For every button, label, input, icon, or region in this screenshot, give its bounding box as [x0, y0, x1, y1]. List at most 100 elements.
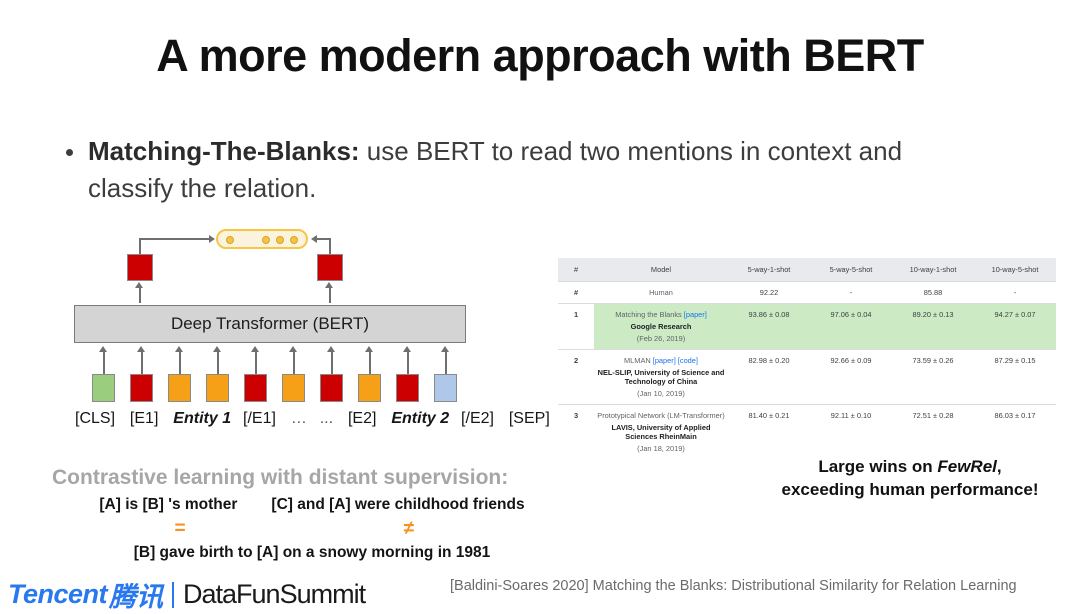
- model-link[interactable]: [paper]: [652, 356, 678, 365]
- cell-model: Prototypical Network (LM-Transformer) LA…: [594, 404, 728, 459]
- cell-model: MLMAN [paper] [code] NEL-SLIP, Universit…: [594, 349, 728, 405]
- relation-not-equal-symbol: ≠: [403, 518, 415, 539]
- arrow-head-icon: [325, 282, 333, 288]
- model-name: MLMAN: [624, 356, 653, 365]
- cell-score: -: [974, 281, 1056, 304]
- arrow-head-icon: [137, 346, 145, 352]
- token-box: [168, 374, 191, 402]
- column-header-10way5shot: 10-way-5-shot: [974, 258, 1056, 282]
- capsule-dot-icon: [276, 236, 284, 244]
- connector-line: [255, 352, 257, 374]
- model-date: (Jan 10, 2019): [637, 389, 685, 398]
- cell-score: 87.29 ± 0.15: [974, 349, 1056, 405]
- connector-line: [293, 352, 295, 374]
- arrow-head-icon: [213, 346, 221, 352]
- cell-score: 72.51 ± 0.28: [892, 404, 974, 459]
- arrow-head-icon: [175, 346, 183, 352]
- connector-line: [445, 352, 447, 374]
- footer-logo: Tencent 腾讯 DataFunSummit: [8, 575, 366, 614]
- cell-score: 85.88: [892, 281, 974, 304]
- cell-score: 97.06 ± 0.04: [810, 303, 892, 350]
- cell-score: 92.66 ± 0.09: [810, 349, 892, 405]
- connector-line: [329, 288, 331, 303]
- model-organization: Google Research: [630, 322, 692, 331]
- connector-line: [329, 238, 331, 256]
- token-label-e1-close: [/E1]: [243, 410, 276, 427]
- cell-score: 93.86 ± 0.08: [728, 303, 810, 350]
- logo-divider: [172, 581, 175, 608]
- connector-line: [217, 352, 219, 374]
- arrow-head-icon: [311, 235, 317, 243]
- token-label-e2-open: [E2]: [347, 410, 377, 427]
- connector-line: [103, 352, 105, 374]
- connector-line: [317, 238, 330, 240]
- cell-score: 92.11 ± 0.10: [810, 404, 892, 459]
- contrastive-relation-row: = ≠: [52, 518, 572, 540]
- arrow-head-icon: [365, 346, 373, 352]
- arrow-head-icon: [327, 346, 335, 352]
- token-label-ellipsis-2: ...: [319, 410, 334, 427]
- arrow-head-icon: [251, 346, 259, 352]
- capsule-dot-icon: [226, 236, 234, 244]
- cell-rank: 2: [558, 349, 594, 405]
- token-labels: [CLS] [E1] Entity 1 [/E1] … ... [E2] Ent…: [75, 410, 550, 428]
- relation-representation-capsule: [216, 229, 308, 249]
- contrastive-example-left: [A] is [B] 's mother: [99, 496, 238, 513]
- token-label-entity1: Entity 1: [173, 410, 232, 427]
- cell-model: Human: [594, 281, 728, 304]
- callout-line1-post: ,: [996, 457, 1002, 476]
- connector-line: [179, 352, 181, 374]
- model-link[interactable]: [paper]: [683, 310, 707, 319]
- callout-dataset-name: FewRel: [937, 457, 997, 476]
- model-date: (Jan 18, 2019): [637, 444, 685, 453]
- arrow-head-icon: [441, 346, 449, 352]
- contrastive-example-right: [C] and [A] were childhood friends: [271, 496, 525, 513]
- column-header-10way1shot: 10-way-1-shot: [892, 258, 974, 282]
- capsule-dot-icon: [262, 236, 270, 244]
- contrastive-examples: [A] is [B] 's mother [C] and [A] were ch…: [52, 496, 572, 562]
- bullet-rest: use BERT to read two mentions in context…: [88, 136, 903, 203]
- connector-line: [139, 238, 141, 256]
- arrow-head-icon: [99, 346, 107, 352]
- cell-score: -: [810, 281, 892, 304]
- tencent-wordmark: Tencent: [8, 579, 108, 609]
- cell-model: Matching the Blanks [paper] Google Resea…: [594, 303, 728, 350]
- model-name: Human: [649, 288, 673, 297]
- cell-score: 86.03 ± 0.17: [974, 404, 1056, 459]
- model-name: Prototypical Network (LM-Transformer): [597, 411, 725, 420]
- token-box: [244, 374, 267, 402]
- connector-line: [139, 238, 209, 240]
- connector-line: [141, 352, 143, 374]
- bullet-dot-icon: [66, 149, 73, 156]
- connector-line: [369, 352, 371, 374]
- arrow-head-icon: [135, 282, 143, 288]
- contrastive-example-bottom: [B] gave birth to [A] on a snowy morning…: [133, 544, 491, 561]
- bullet-lead: Matching-The-Blanks:: [88, 136, 360, 166]
- callout-line1-pre: Large wins on: [818, 457, 938, 476]
- model-organization: LAVIS, University of Applied Sciences Rh…: [611, 423, 711, 441]
- contrastive-example-row-top: [A] is [B] 's mother [C] and [A] were ch…: [52, 496, 572, 514]
- relation-equal-symbol: =: [174, 518, 186, 539]
- token-box: [320, 374, 343, 402]
- bullet-text: Matching-The-Blanks: use BERT to read tw…: [88, 133, 966, 207]
- bullet-block: Matching-The-Blanks: use BERT to read tw…: [66, 133, 966, 207]
- entity2-head-box: [317, 254, 343, 281]
- column-header-5way1shot: 5-way-1-shot: [728, 258, 810, 282]
- cell-rank: 1: [558, 303, 594, 350]
- transformer-box: Deep Transformer (BERT): [74, 305, 466, 343]
- bert-architecture-diagram: Deep Transformer (BERT) [CLS] [E1] Entit…: [70, 226, 550, 431]
- entity1-head-box: [127, 254, 153, 281]
- citation-reference: [Baldini-Soares 2020] Matching the Blank…: [450, 578, 1017, 594]
- token-label-cls: [CLS]: [75, 410, 116, 427]
- model-link[interactable]: [code]: [677, 356, 698, 365]
- token-box: [92, 374, 115, 402]
- token-box: [434, 374, 457, 402]
- cell-rank: 3: [558, 404, 594, 459]
- model-date: (Feb 26, 2019): [636, 334, 686, 343]
- token-box: [130, 374, 153, 402]
- contrastive-heading: Contrastive learning with distant superv…: [52, 466, 509, 489]
- cell-rank: #: [558, 281, 594, 304]
- token-box: [358, 374, 381, 402]
